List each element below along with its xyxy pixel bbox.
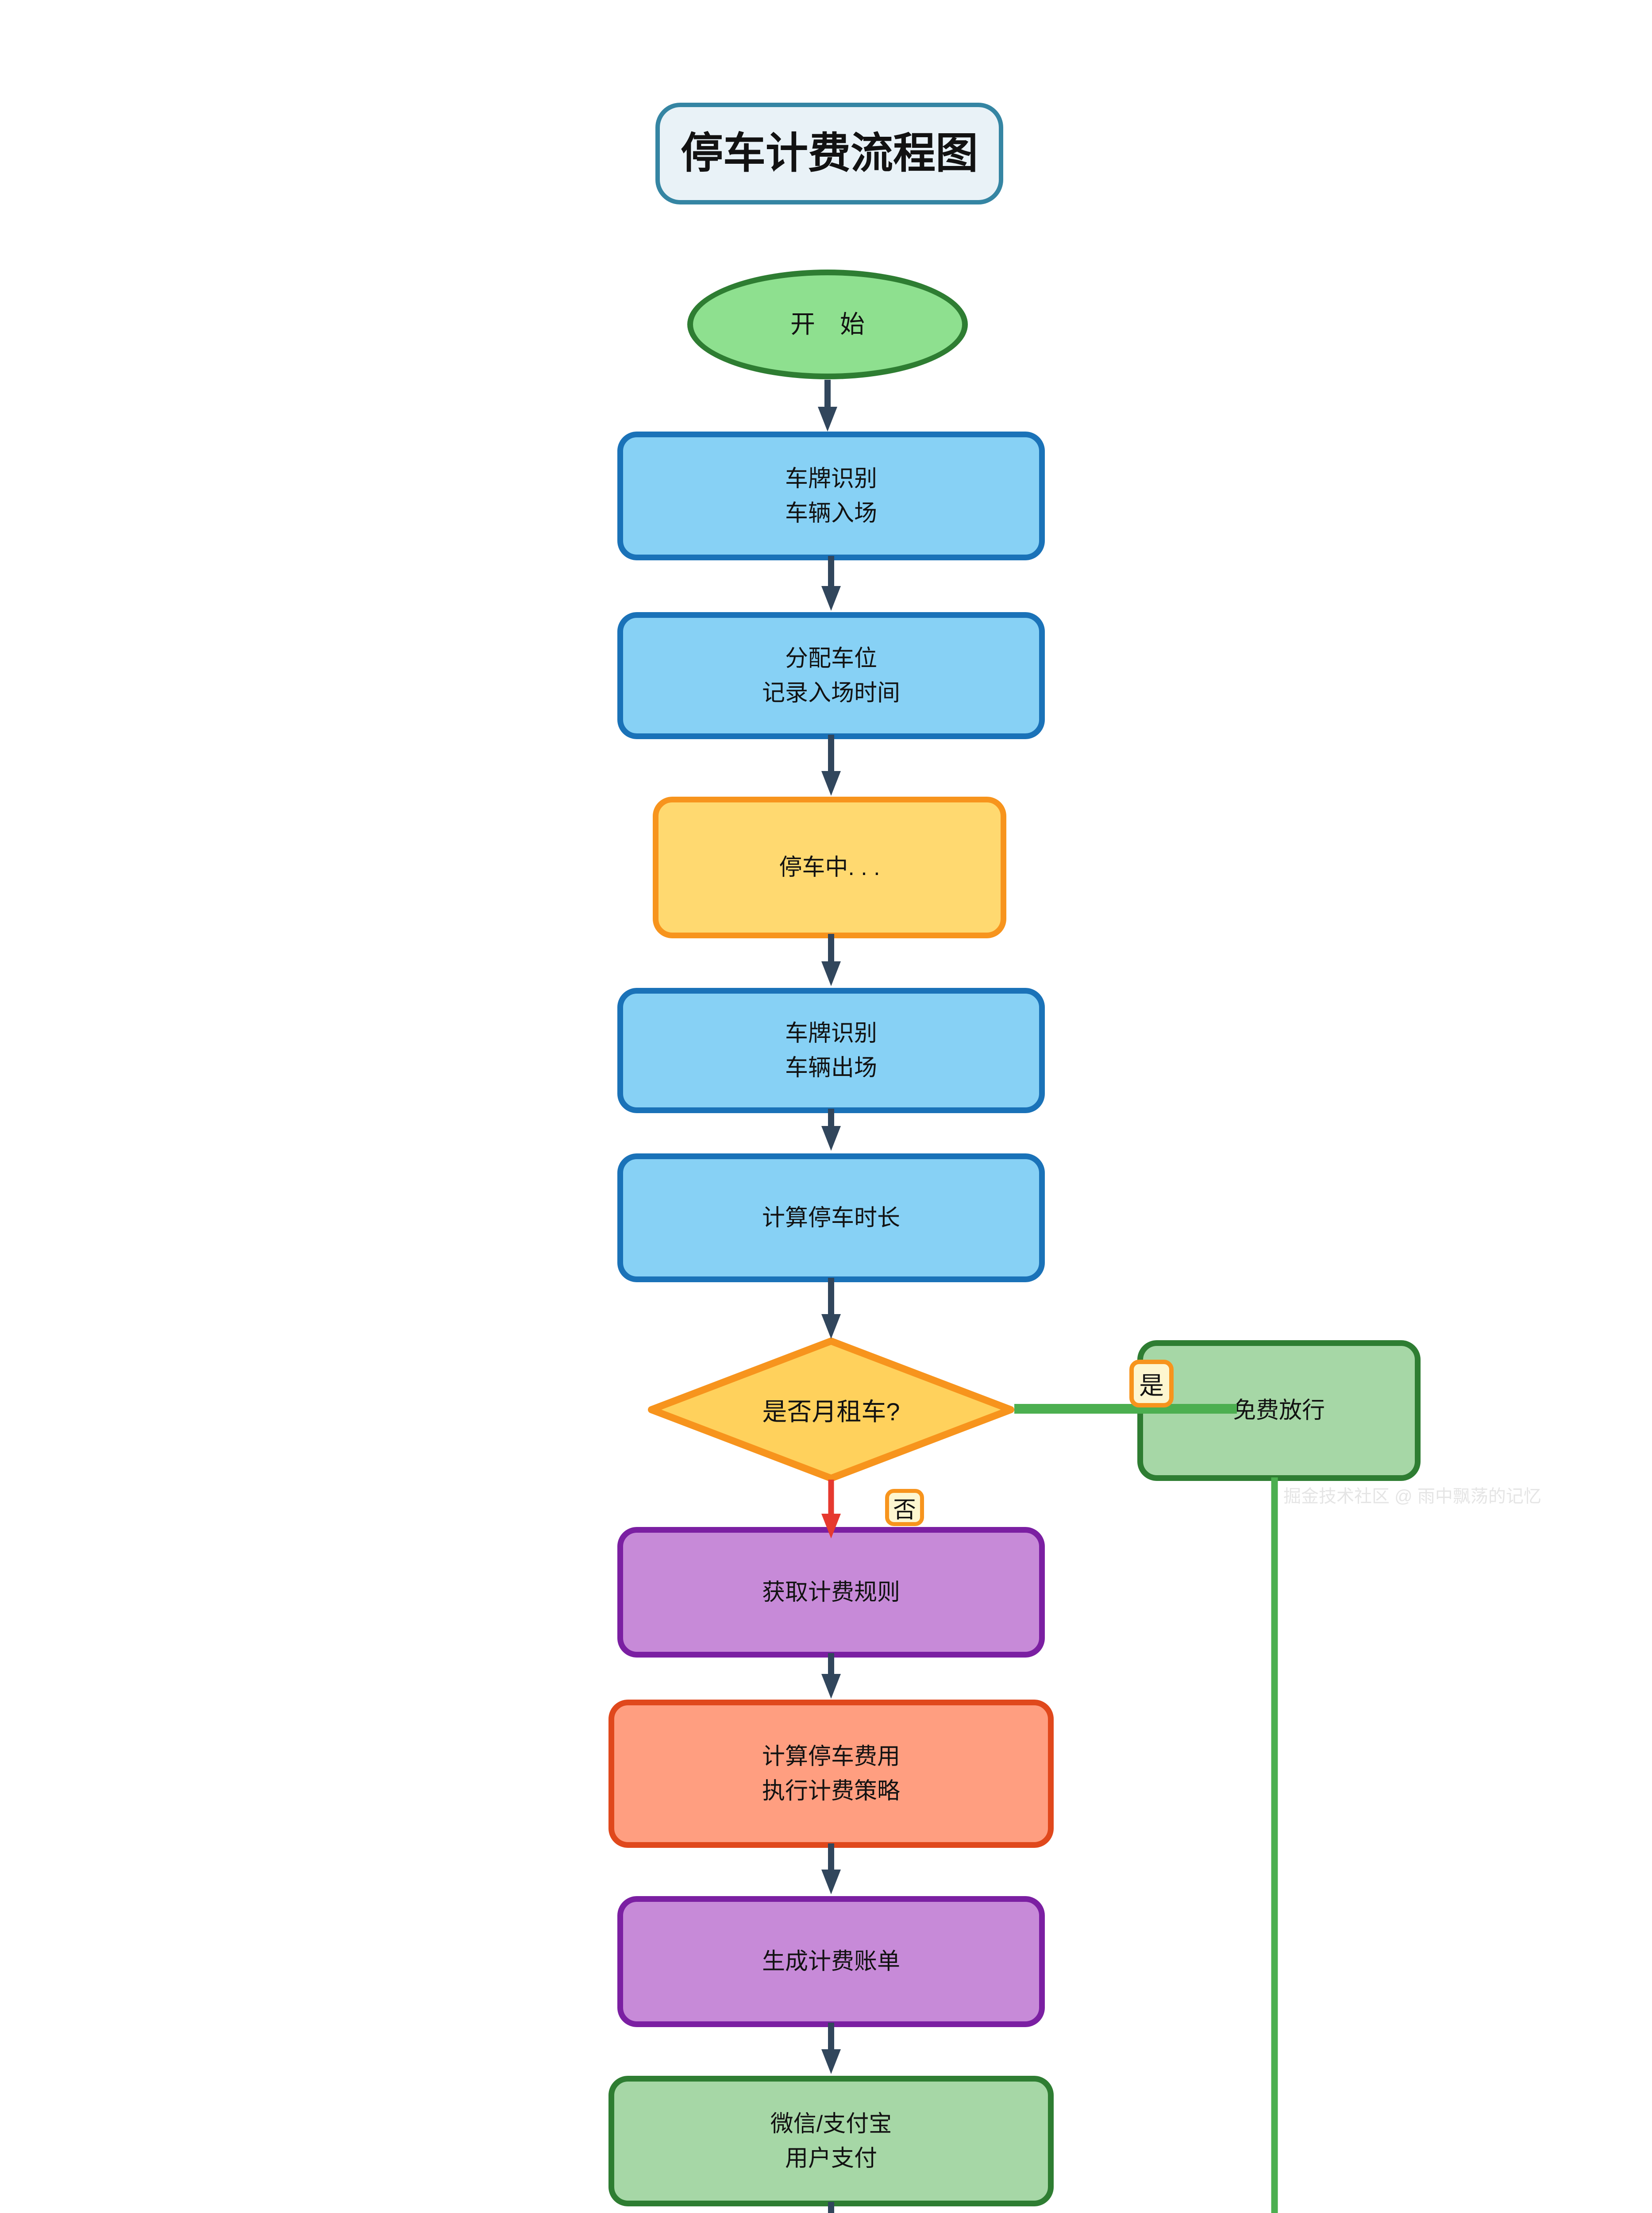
diagram-title: 停车计费流程图	[681, 130, 978, 177]
node-vehicle-exit: 车牌识别 车辆出场	[617, 988, 1045, 1113]
node-text: 车辆入场	[785, 500, 877, 526]
decision-diamond-shape	[648, 1338, 1014, 1482]
node-text: 车牌识别	[785, 1020, 877, 1046]
node-calc-fee: 计算停车费用 执行计费策略	[608, 1700, 1054, 1848]
edge-label-yes-text: 是	[1139, 1371, 1164, 1400]
diagram-title-box: 停车计费流程图	[655, 103, 1003, 204]
node-calc-duration: 计算停车时长	[617, 1153, 1045, 1282]
node-generate-bill: 生成计费账单	[617, 1896, 1045, 2027]
node-parking: 停车中. . .	[653, 797, 1006, 938]
node-text: 用户支付	[785, 2145, 877, 2171]
node-text: 记录入场时间	[762, 680, 900, 706]
node-start-label: 开 始	[790, 310, 865, 338]
watermark-faint-1: 掘金技术社区 @ 雨中飘荡的记忆	[1283, 1487, 1541, 1506]
node-decision-monthly: 是否月租车?	[645, 1337, 1017, 1483]
node-text: 停车中. . .	[779, 855, 880, 880]
node-text: 微信/支付宝	[770, 2111, 892, 2137]
node-user-payment: 微信/支付宝 用户支付	[608, 2076, 1054, 2206]
node-text: 分配车位	[785, 645, 877, 671]
node-text: 生成计费账单	[762, 1949, 900, 1974]
node-text: 车辆出场	[785, 1055, 877, 1081]
node-vehicle-entry: 车牌识别 车辆入场	[617, 432, 1045, 560]
edge-label-no-text: 否	[893, 1497, 916, 1523]
edge-label-yes: 是	[1129, 1360, 1174, 1407]
node-text: 获取计费规则	[762, 1579, 900, 1605]
node-free-pass: 免费放行	[1137, 1340, 1421, 1481]
node-text: 计算停车费用	[762, 1743, 900, 1770]
node-assign-space: 分配车位 记录入场时间	[617, 612, 1045, 739]
edge-label-no: 否	[885, 1489, 924, 1526]
node-text: 计算停车时长	[762, 1205, 900, 1231]
node-text: 车牌识别	[785, 466, 877, 492]
node-start: 开 始	[687, 270, 968, 379]
node-get-billing-rules: 获取计费规则	[617, 1527, 1045, 1658]
node-text: 执行计费策略	[762, 1778, 900, 1804]
node-decision-label: 是否月租车?	[762, 1397, 900, 1426]
node-text: 免费放行	[1232, 1398, 1325, 1423]
